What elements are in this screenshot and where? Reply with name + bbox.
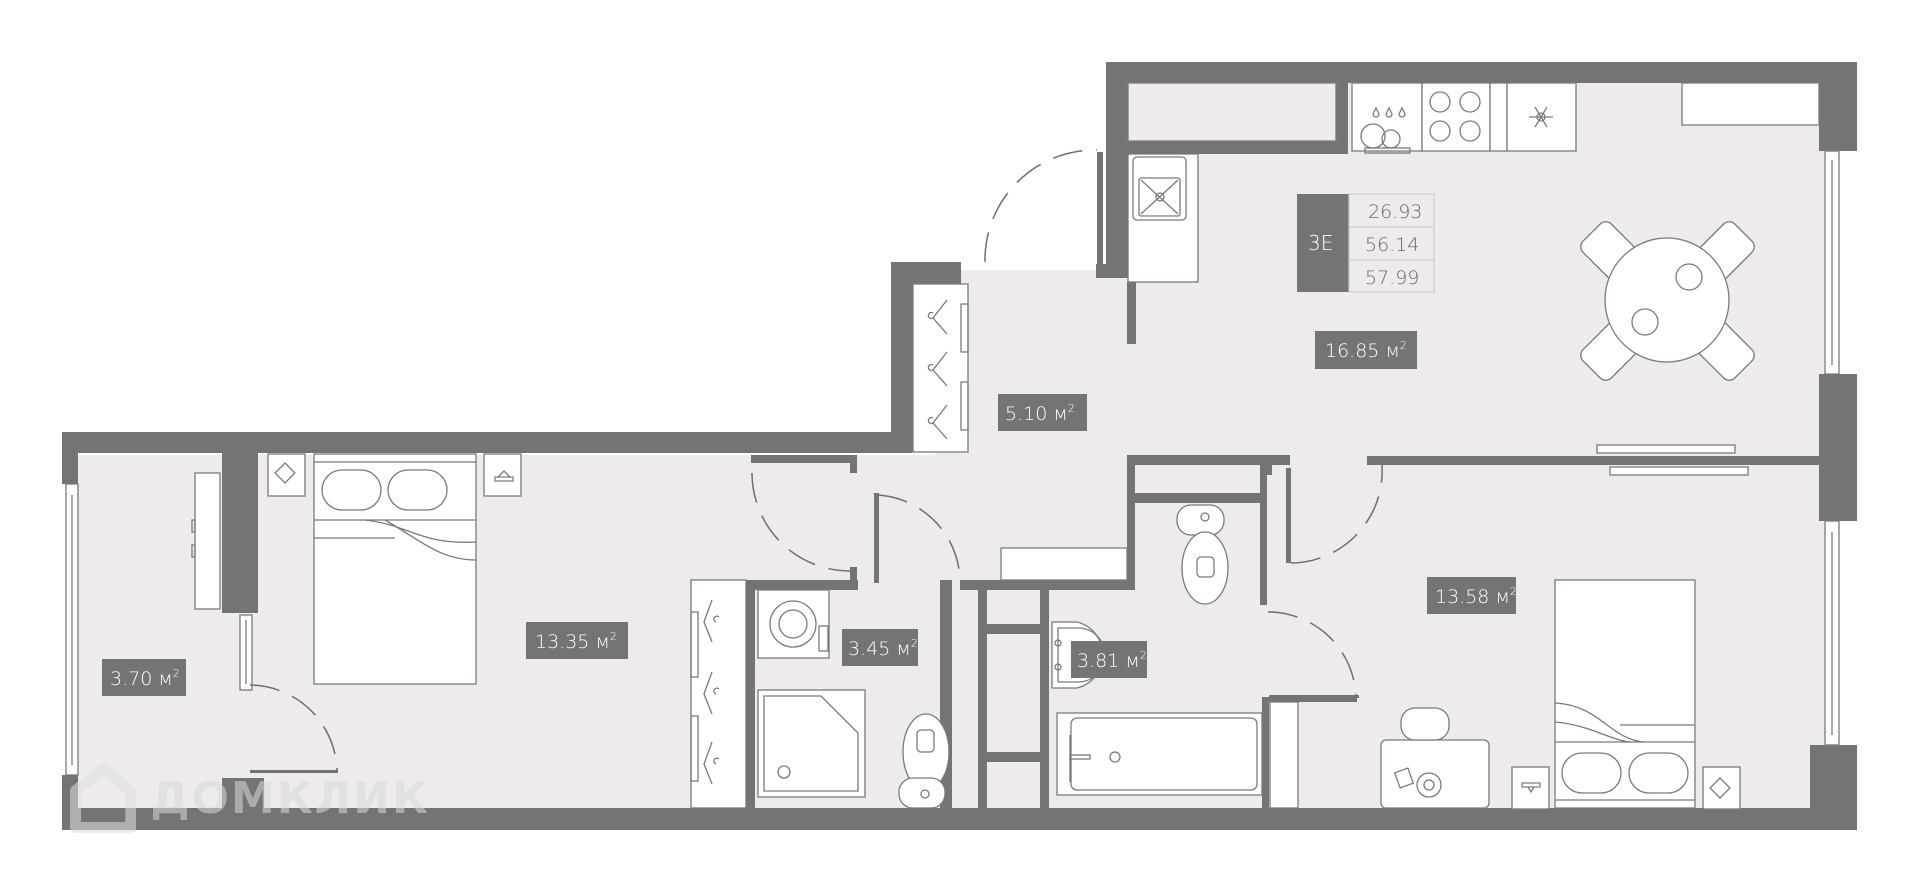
tv-icon: [1596, 444, 1749, 476]
kitchen-furniture: [1127, 82, 1820, 283]
stove-icon: [1421, 82, 1491, 152]
window-icon: [1824, 150, 1840, 375]
total-area: 56.14: [1365, 234, 1419, 256]
doors: [249, 149, 1383, 773]
chair-icon: [1400, 707, 1450, 741]
sink-icon: [1127, 153, 1199, 283]
door-icon: [1267, 611, 1359, 699]
walls: [62, 62, 1857, 830]
house-logo-icon: [70, 763, 137, 833]
room-label-kitchen-living: 16.85 м2: [1315, 331, 1417, 369]
shower-icon: [757, 689, 866, 798]
window-icon: [65, 483, 79, 776]
domclick-watermark: ДОМКЛИК: [70, 760, 430, 836]
total-area-with-balcony: 57.99: [1365, 267, 1419, 289]
nightstand-icon: [483, 453, 522, 497]
dining-table-icon: [1580, 221, 1755, 381]
bathtub-icon: [1056, 712, 1263, 796]
fridge-icon: [1506, 82, 1577, 152]
window-icon: [239, 614, 253, 691]
room-label-balcony: 3.70 м2: [102, 659, 186, 696]
desk-icon: [1380, 707, 1490, 809]
svg-text:5.10 м2: 5.10 м2: [1005, 402, 1075, 425]
room-label-bathroom-left: 3.45 м2: [842, 629, 918, 666]
nightstand-icon: [1702, 766, 1741, 810]
svg-text:13.58 м2: 13.58 м2: [1435, 585, 1517, 608]
room-label-bathroom-right: 3.81 м2: [1071, 641, 1147, 678]
bed-icon: [1554, 579, 1696, 809]
watermark-text: ДОМКЛИК: [150, 772, 430, 824]
svg-text:3.70 м2: 3.70 м2: [110, 667, 180, 690]
washing-machine-icon: [757, 589, 830, 659]
shelf: [1000, 547, 1128, 581]
nightstand-icon: [1511, 766, 1550, 810]
svg-text:16.85 м2: 16.85 м2: [1325, 339, 1407, 362]
svg-text:13.35 м2: 13.35 м2: [535, 630, 617, 653]
door-icon: [1288, 464, 1383, 564]
room-label-hallway: 5.10 м2: [998, 394, 1087, 431]
room-label-bedroom-right: 13.58 м2: [1427, 577, 1517, 614]
door-icon: [984, 149, 1098, 263]
windows: [65, 150, 1840, 776]
living-area: 26.93: [1368, 201, 1422, 223]
window-icon: [1824, 520, 1840, 746]
toilet-icon: [1176, 504, 1229, 605]
wardrobe-icon: [690, 579, 747, 809]
door-icon: [249, 684, 338, 773]
bed-icon: [313, 453, 477, 685]
svg-text:3.45 м2: 3.45 м2: [848, 637, 918, 660]
apartment-code: 3E: [1308, 231, 1333, 255]
dishwasher-icon: [1351, 82, 1423, 154]
door-icon: [874, 493, 961, 583]
wardrobe-icon: [191, 472, 221, 610]
nightstand-icon: [267, 453, 306, 497]
wardrobe-icon: [912, 283, 969, 453]
area-summary-table: 3E 26.93 56.14 57.99: [1297, 193, 1435, 293]
cabinet: [1269, 701, 1299, 809]
door-icon: [751, 460, 851, 572]
toilet-icon: [898, 713, 950, 809]
room-label-bedroom-left: 13.35 м2: [526, 622, 628, 659]
svg-text:3.81 м2: 3.81 м2: [1077, 649, 1147, 672]
